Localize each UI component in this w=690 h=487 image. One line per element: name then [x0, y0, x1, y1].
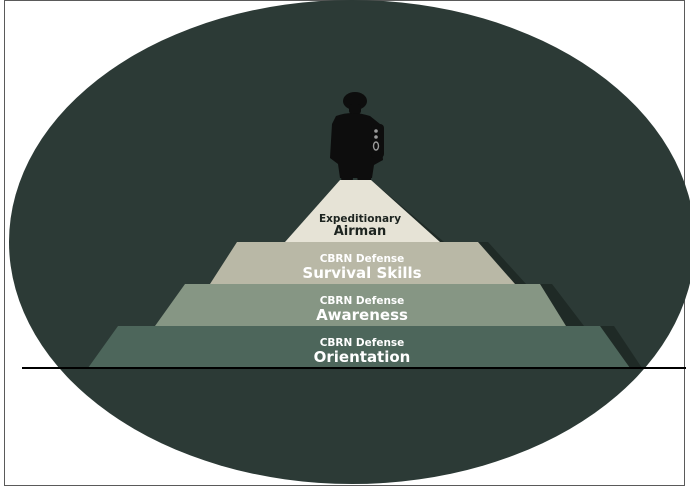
tier-face: [210, 242, 515, 284]
tier-expeditionary-airman: Expeditionary Airman: [285, 180, 444, 242]
tier-line1: Expeditionary: [319, 213, 401, 225]
tier-survival-skills: CBRN Defense Survival Skills: [210, 242, 526, 284]
tier-line1: CBRN Defense: [320, 253, 405, 265]
tier-shadow: [540, 284, 584, 326]
tier-face: [155, 284, 566, 326]
tier-face: [88, 326, 630, 368]
tier-shadow: [600, 326, 642, 368]
tier-line2: Awareness: [316, 306, 408, 324]
tier-line2: Orientation: [314, 348, 411, 366]
tier-line1: CBRN Defense: [320, 295, 405, 307]
tier-orientation: CBRN Defense Orientation: [88, 326, 642, 368]
tier-shadow: [478, 242, 526, 284]
tier-shadow: [371, 180, 444, 242]
tier-face: [285, 180, 440, 242]
tier-line2: Survival Skills: [302, 264, 421, 282]
tier-awareness: CBRN Defense Awareness: [155, 284, 584, 326]
tier-line1: CBRN Defense: [320, 337, 405, 349]
tier-line2: Airman: [334, 224, 387, 239]
